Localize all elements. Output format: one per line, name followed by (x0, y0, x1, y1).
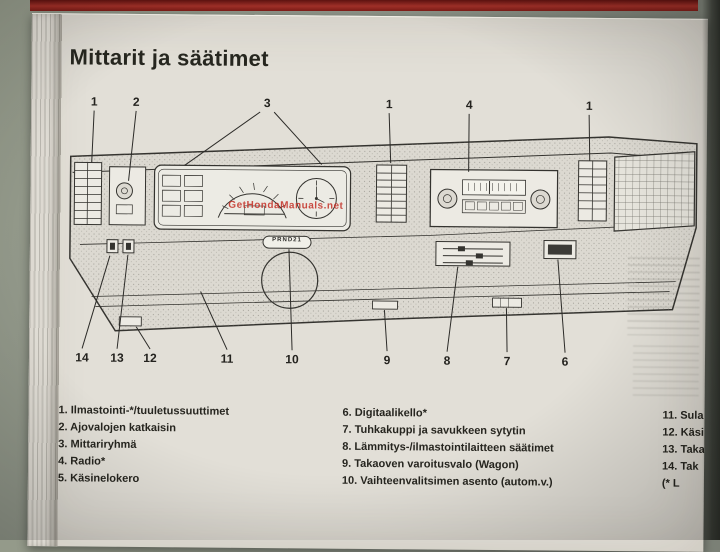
legend-middle-column: 6. Digitaalikello* 7. Tuhkakuppi ja savu… (342, 405, 554, 492)
callout-11: 11 (220, 351, 234, 366)
callout-12: 12 (143, 350, 157, 366)
legend-item: 2. Ajovalojen katkaisin (58, 421, 177, 435)
dashboard-figure: 1 2 3 1 4 1 14 13 12 11 10 9 8 7 6 GetHo… (57, 92, 699, 380)
callout-9: 9 (383, 353, 391, 368)
callout-8: 8 (443, 353, 451, 368)
page-title: Mittarit ja säätimet (69, 44, 269, 72)
steering-column (261, 251, 319, 309)
callout-leader-lines (81, 110, 591, 353)
gear-indicator-label: PRND21 (272, 237, 302, 244)
coin-tray (118, 316, 142, 327)
callout-6: 6 (561, 354, 569, 369)
book-edge-red-strip (30, 0, 698, 11)
legend-item: 9. Takaoven varoitusvalo (Wagon) (342, 457, 519, 472)
left-air-vent (73, 161, 103, 226)
callout-1-left: 1 (90, 94, 98, 109)
legend-item: 10. Vaihteenvalitsimen asento (autom.v.) (341, 474, 553, 489)
digital-clock (543, 239, 577, 260)
callout-4: 4 (465, 97, 473, 112)
legend-item: 13. Taka (662, 443, 705, 456)
callout-14: 14 (75, 350, 89, 365)
page-bleedthrough (627, 257, 700, 336)
callout-1-center: 1 (385, 97, 393, 112)
instrument-cluster (153, 164, 352, 232)
legend-item: 12. Käsi (662, 426, 705, 439)
legend-item: 8. Lämmitys-/ilmastointilaitteen säätime… (342, 440, 554, 455)
legend-item: 6. Digitaalikello* (342, 406, 427, 420)
legend-item: 11. Sula (662, 409, 704, 422)
legend-right-column-truncated: 11. Sula 12. Käsi 13. Taka 14. Tak (* L (662, 408, 705, 493)
callout-3: 3 (263, 96, 271, 111)
legend-item: 1. Ilmastointi-*/tuuletussuuttimet (58, 404, 230, 418)
right-air-vent (577, 160, 608, 222)
manual-page: Mittarit ja säätimet (27, 13, 708, 552)
gear-selector-indicator (262, 235, 312, 249)
legend-item: 5. Käsinelokero (57, 472, 140, 485)
legend-item: 14. Tak (662, 460, 699, 473)
watermark-text: GetHondaManuals.net (228, 199, 344, 212)
callout-10: 10 (285, 352, 299, 367)
dashboard-illustration (69, 110, 698, 353)
center-air-vent (375, 164, 408, 223)
callout-1-right: 1 (585, 98, 593, 113)
legend-item: 7. Tuhkakuppi ja savukkeen sytytin (342, 423, 526, 438)
callout-13: 13 (110, 350, 124, 365)
ashtray (491, 297, 522, 308)
rear-door-warning-light (371, 300, 398, 310)
radio-unit (429, 168, 559, 229)
legend-left-column: 1. Ilmastointi-*/tuuletussuuttimet 2. Aj… (58, 402, 229, 488)
speaker-grille (613, 151, 696, 232)
heater-controls (435, 241, 511, 267)
callout-2: 2 (132, 94, 140, 109)
headlight-switch (108, 166, 147, 226)
page-bleedthrough (632, 345, 700, 398)
photo-right-shadow (702, 0, 720, 540)
callout-7: 7 (503, 354, 511, 369)
legend-item: 3. Mittariryhmä (58, 438, 137, 451)
lower-switches (106, 239, 135, 254)
legend-item: (* L (661, 477, 680, 490)
legend-item: 4. Radio* (58, 455, 106, 468)
